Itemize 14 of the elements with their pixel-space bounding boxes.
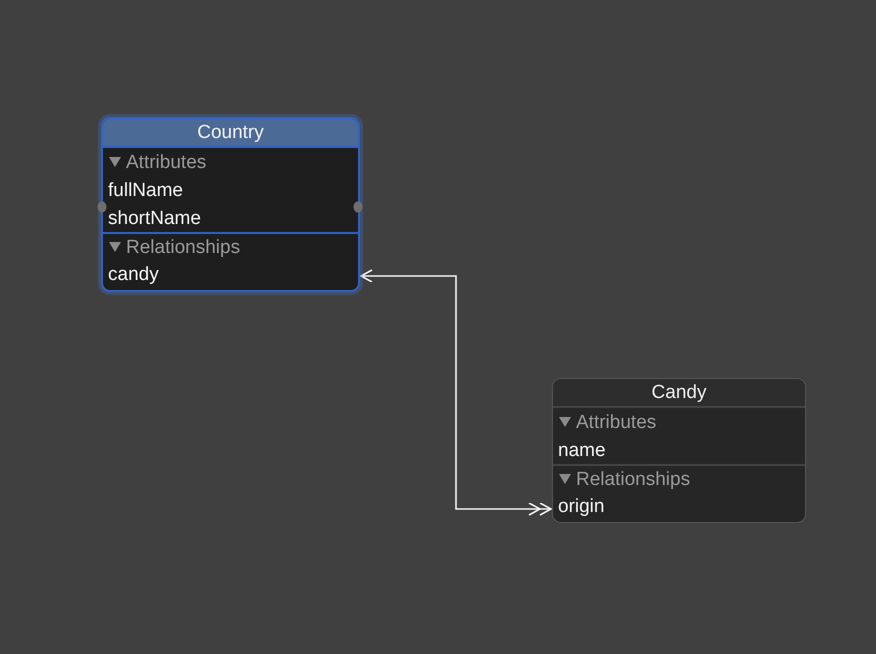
entity-box	[552, 378, 806, 523]
property-name: candy	[108, 264, 159, 284]
property-name: fullName	[108, 180, 183, 200]
property-name: shortName	[108, 208, 201, 228]
property-name: name	[558, 440, 606, 460]
section-heading: Relationships	[576, 470, 690, 488]
section-heading: Relationships	[126, 238, 240, 256]
section-heading: Attributes	[126, 152, 206, 172]
property-name: origin	[558, 496, 604, 516]
relationship-connector	[360, 269, 552, 516]
section-heading: Attributes	[576, 412, 656, 432]
entity-box	[101, 117, 360, 292]
entity-title: Country	[103, 119, 358, 148]
entity-title: Candy	[553, 379, 805, 408]
